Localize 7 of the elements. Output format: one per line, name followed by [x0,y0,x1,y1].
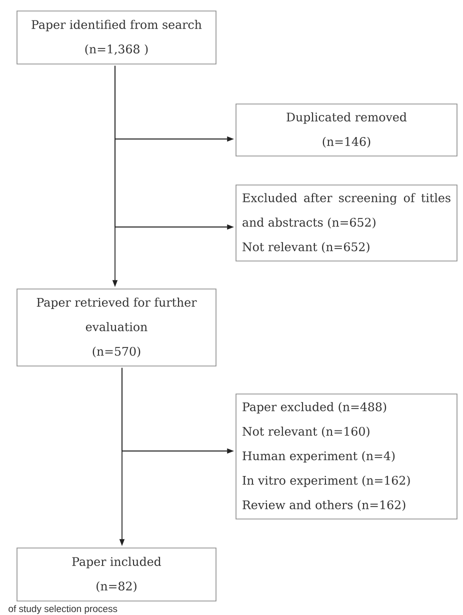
process-box: Paper identified from search (n=1,368 ) [16,10,216,64]
process-box: Excluded after screening of titles and abstracts (n=652) Not relevant (n=652) [236,184,458,262]
process-box: Paper retrieved for further evaluation (n=570) [16,288,216,366]
process-box: Duplicated removed (n=146) [236,104,458,156]
caption: of study selection process [8,605,118,614]
process-box: Paper included (n=82) [16,548,216,602]
process-box: Paper excluded (n=488) Not relevant (n=160) Human experiment (n=4) In vitro experiment (n=162) Review and others (n=162) [236,394,458,520]
